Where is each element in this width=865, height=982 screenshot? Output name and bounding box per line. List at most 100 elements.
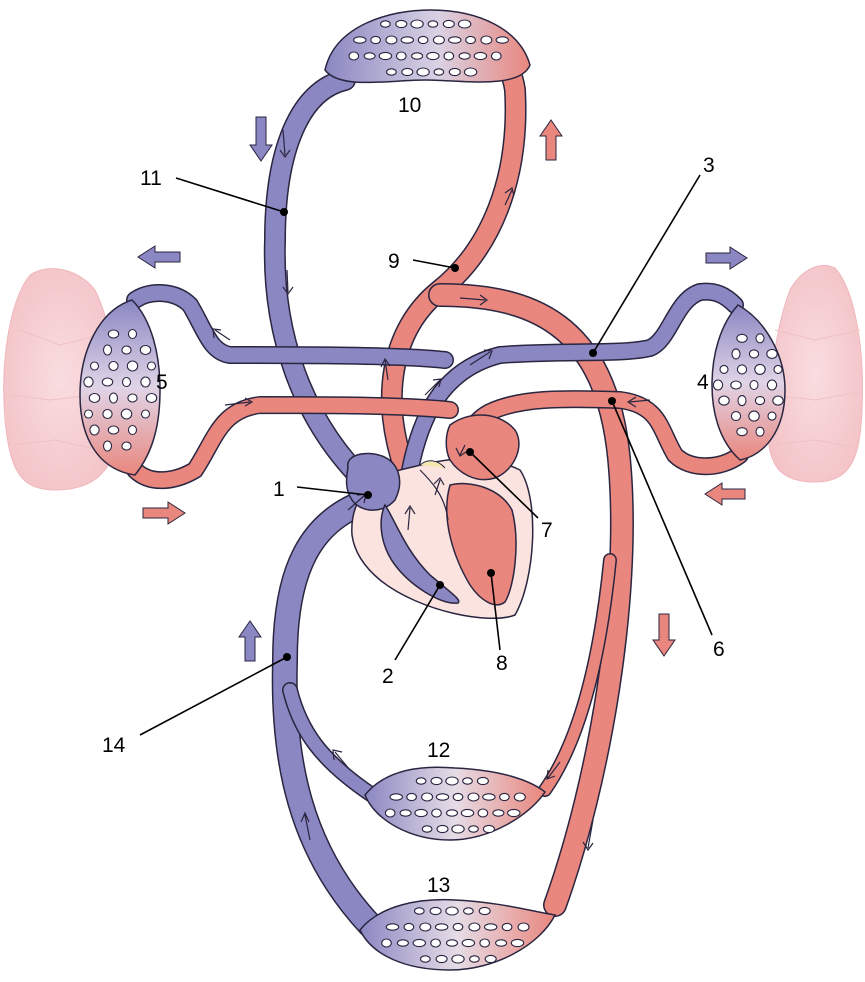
capillary-cell	[104, 345, 112, 355]
capillary-cell	[142, 410, 150, 418]
capillary-cell	[477, 777, 488, 784]
capillary-cell	[415, 809, 427, 816]
capillary-cell	[386, 924, 398, 930]
capillary-cell	[397, 940, 408, 946]
capillary-bed-digestive	[365, 767, 545, 840]
capillary-cell	[462, 939, 474, 946]
capillary-bed-upper-body	[325, 10, 530, 83]
capillary-cell	[514, 793, 525, 801]
capillary-cell	[433, 36, 444, 44]
capillary-cell	[502, 923, 512, 930]
arrow-right-icon	[143, 502, 185, 524]
capillary-cell	[436, 794, 448, 800]
capillary-cell	[493, 810, 504, 816]
capillary-cell	[446, 907, 458, 915]
capillary-cell	[774, 365, 782, 373]
capillary-cell	[756, 427, 764, 436]
capillary-cell	[428, 21, 438, 27]
capillary-cell	[466, 36, 476, 43]
capillary-cell	[483, 825, 494, 832]
capillary-cell	[485, 955, 496, 962]
capillary-cell	[468, 793, 479, 801]
capillary-cell	[434, 69, 444, 75]
capillary-cell	[436, 955, 447, 962]
label-1: 1	[273, 478, 285, 501]
capillary-cell	[148, 362, 156, 370]
capillary-cell	[713, 380, 722, 390]
capillary-cell	[110, 393, 118, 403]
capillary-cell	[755, 397, 764, 405]
capillary-cell	[109, 362, 118, 371]
capillary-cell	[731, 412, 740, 421]
capillary-cell	[768, 412, 776, 420]
capillary-cell	[738, 396, 746, 406]
label-3: 3	[703, 154, 715, 177]
capillary-cell	[731, 381, 741, 389]
capillary-cell	[496, 940, 507, 946]
capillary-cell	[129, 330, 137, 339]
label-7: 7	[541, 519, 553, 542]
capillary-cell	[749, 411, 759, 421]
capillary-cell	[371, 36, 381, 43]
capillary-cell	[449, 68, 460, 75]
arrow-left-icon	[705, 483, 745, 505]
capillary-cell	[431, 939, 441, 947]
capillary-cell	[386, 36, 397, 44]
capillary-cell	[141, 377, 150, 387]
capillary-cell	[449, 37, 461, 43]
capillary-cell	[416, 778, 426, 784]
capillary-cell	[481, 36, 492, 44]
capillary-cell	[407, 793, 417, 800]
capillary-cell	[720, 365, 728, 373]
capillary-cell	[453, 923, 463, 930]
capillary-cell	[773, 396, 783, 405]
capillary-cell	[469, 826, 479, 832]
capillary-cell	[413, 939, 425, 946]
capillary-cell	[508, 809, 520, 816]
capillary-cell	[737, 365, 746, 374]
capillary-cell	[121, 409, 131, 419]
capillary-cell	[418, 36, 428, 43]
capillary-cell	[123, 378, 131, 387]
capillary-cell	[459, 53, 470, 59]
capillary-cell	[102, 378, 112, 386]
capillary-cell	[732, 349, 740, 359]
capillary-cell	[354, 37, 366, 43]
capillary-cell	[749, 350, 758, 358]
capillary-cell	[349, 52, 359, 60]
arrow-up-icon	[239, 621, 261, 661]
label-10: 10	[398, 94, 421, 117]
capillary-cell	[104, 441, 112, 451]
capillary-cell	[518, 923, 529, 931]
capillary-cell	[483, 794, 495, 800]
label-5: 5	[156, 371, 168, 394]
capillary-cell	[420, 923, 431, 931]
label-2: 2	[382, 665, 394, 688]
capillary-cell	[427, 52, 439, 59]
capillary-cell	[452, 825, 464, 833]
capillary-cell	[379, 52, 391, 59]
capillary-cell	[430, 907, 441, 914]
label-4: 4	[697, 371, 709, 394]
capillary-cell	[404, 923, 414, 930]
capillary-cell	[90, 425, 99, 435]
capillary-cell	[437, 825, 448, 832]
capillary-cell	[421, 956, 431, 962]
capillary-cell	[422, 826, 432, 832]
capillary-cell	[385, 809, 395, 817]
capillary-cell	[364, 53, 375, 59]
label-6: 6	[713, 638, 725, 661]
capillary-bed-lower-body	[360, 900, 555, 970]
capillary-cell	[382, 939, 392, 947]
capillary-cell	[435, 924, 447, 930]
capillary-cell	[480, 939, 490, 947]
capillary-cell	[127, 361, 137, 371]
capillary-cell	[417, 68, 429, 76]
capillary-cell	[390, 794, 402, 800]
capillary-cell	[422, 793, 433, 801]
capillary-cell	[89, 394, 99, 403]
capillary-cell	[128, 394, 137, 402]
capillary-cell	[122, 346, 131, 354]
capillary-cell	[464, 68, 476, 76]
